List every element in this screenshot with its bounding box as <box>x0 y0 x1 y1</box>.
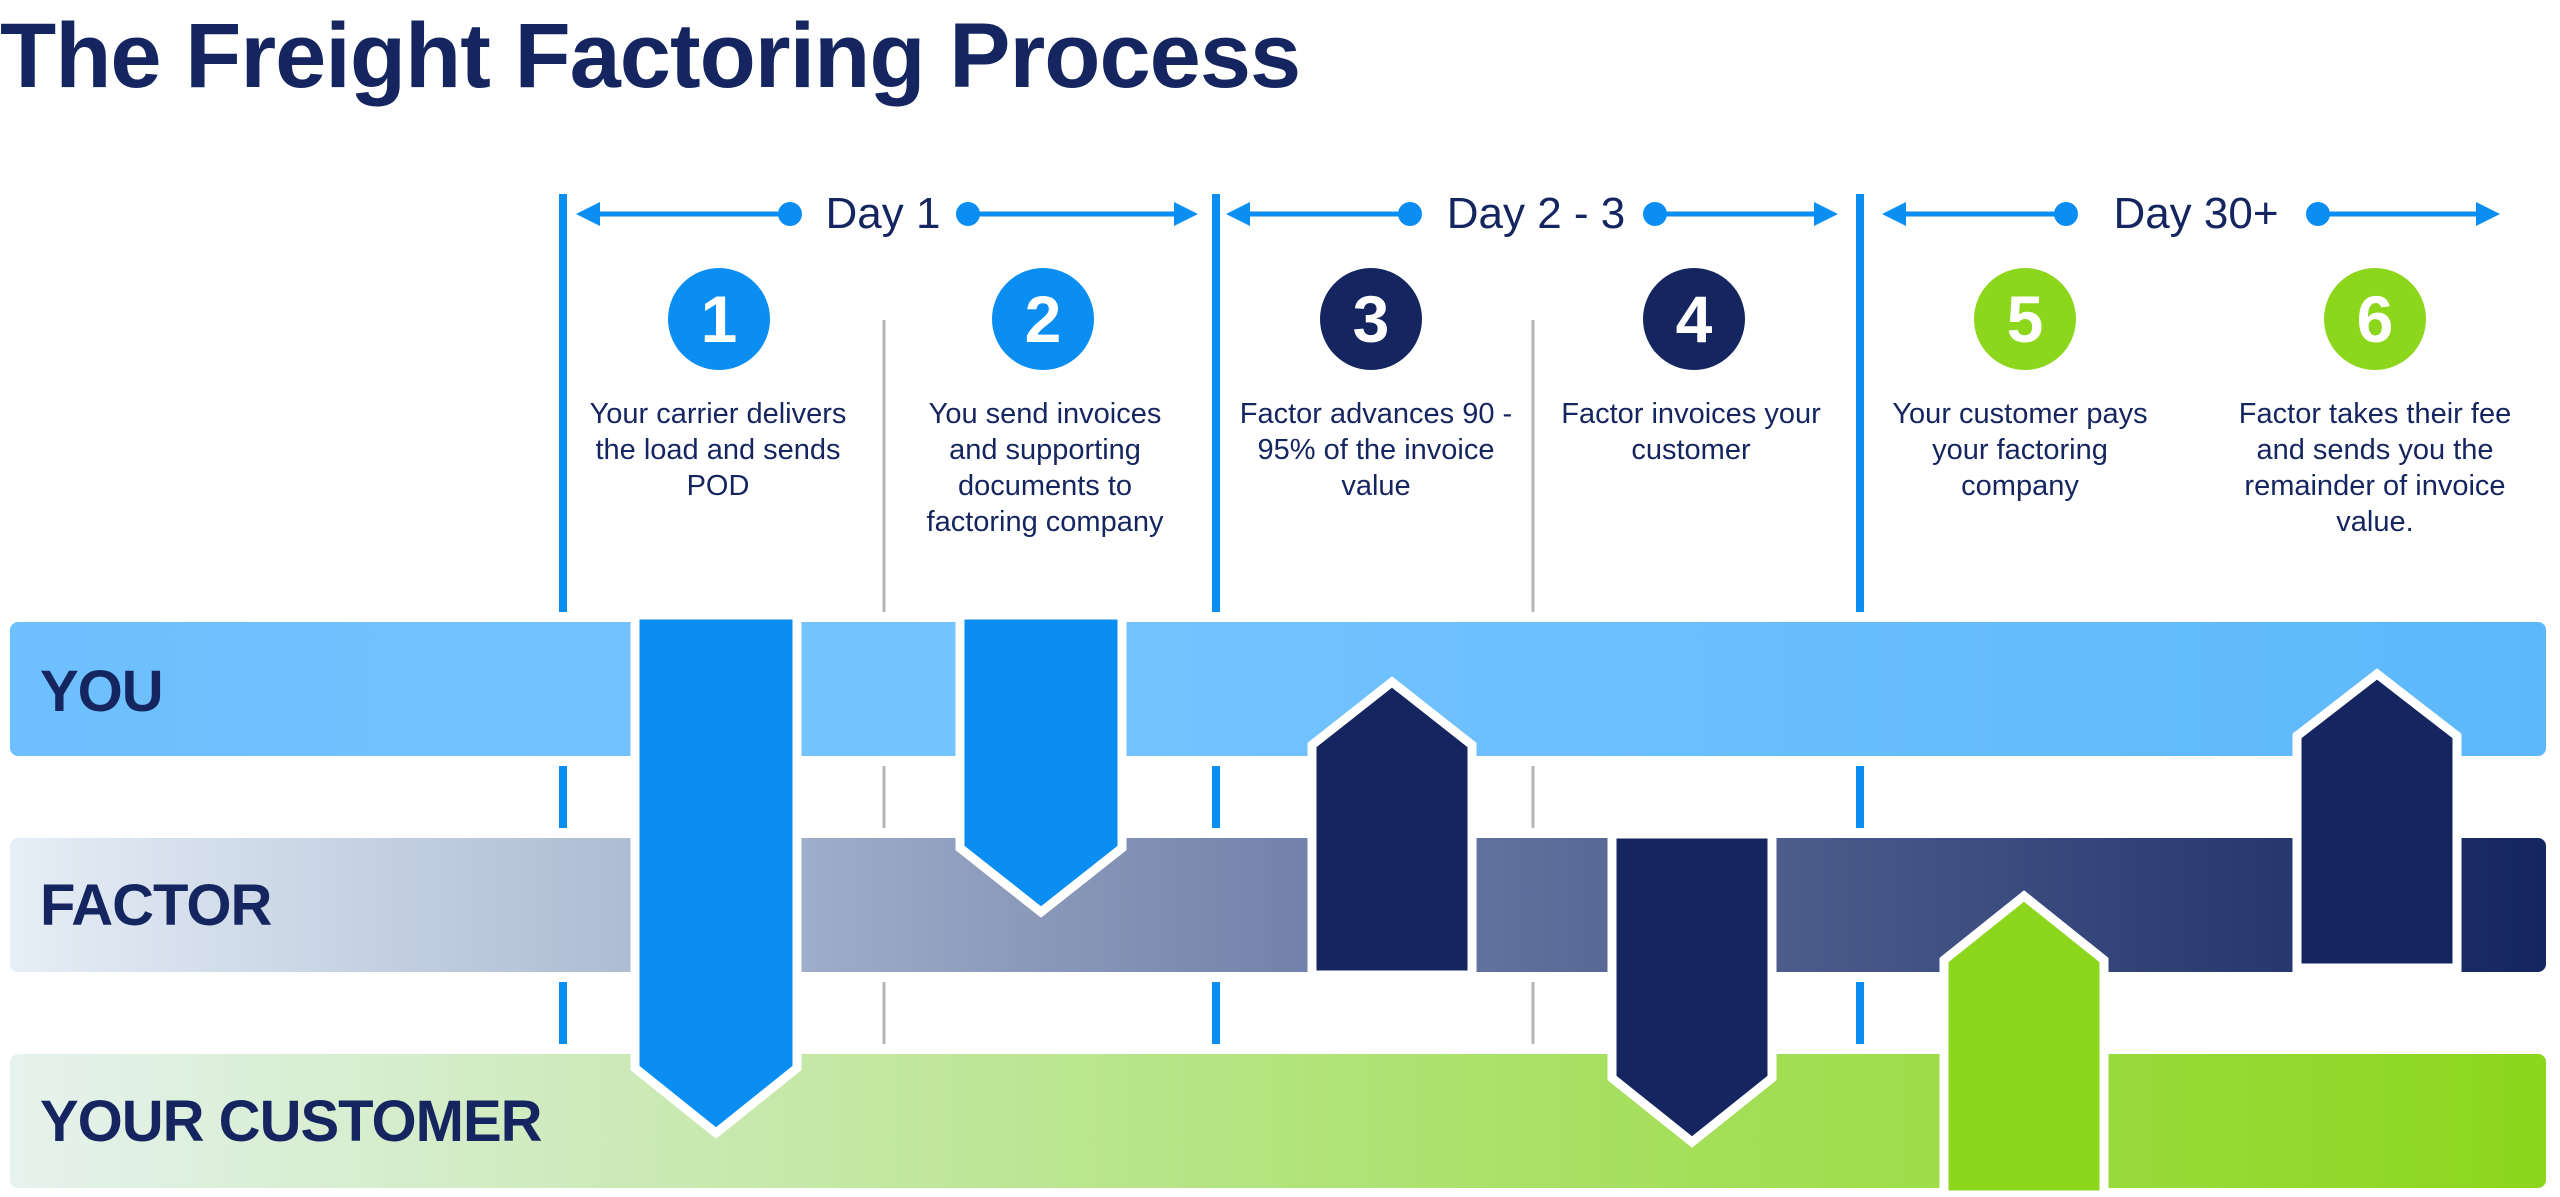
period-dividers <box>559 194 1864 1044</box>
flow-arrow-step-4 <box>1607 829 1777 1148</box>
step-badge-6: 6 <box>2324 268 2426 370</box>
lane-bar-your-customer <box>10 1054 2546 1188</box>
period-label-day-2-3: Day 2 - 3 <box>1432 182 1640 246</box>
step-description-4: Factor invoices your customer <box>1561 398 1821 466</box>
period-label-day-1: Day 1 <box>814 182 952 246</box>
step-description-3: Factor advances 90 - 95% of the invoice … <box>1239 398 1513 502</box>
step-badge-2: 2 <box>992 268 1094 370</box>
step-badge-3: 3 <box>1320 268 1422 370</box>
step-description-1: Your carrier delivers the load and sends… <box>589 398 847 502</box>
flow-arrow-step-3 <box>1307 676 1477 980</box>
step-badge-5: 5 <box>1974 268 2076 370</box>
lane-label-your-customer: YOUR CUSTOMER <box>40 1089 543 1154</box>
flow-arrow-step-1 <box>630 610 802 1139</box>
step-description-6: Factor takes their fee and sends you the… <box>2238 398 2512 538</box>
page-title: The Freight Factoring Process <box>0 5 1301 107</box>
step-description-2: You send invoices and supporting documen… <box>926 398 1164 538</box>
timeline-arrows <box>576 202 2500 226</box>
lane-label-factor: FACTOR <box>40 873 272 938</box>
step-description-5: Your customer pays your factoring compan… <box>1892 398 2148 502</box>
lane-bar-you <box>10 622 2546 756</box>
lane-label-you: YOU <box>40 659 164 724</box>
flow-arrow-step-2 <box>955 610 1127 918</box>
step-dividers <box>882 320 1535 1044</box>
flow-arrow-step-5 <box>1939 890 2109 1197</box>
step-badge-1: 1 <box>668 268 770 370</box>
flow-arrow-step-6 <box>2292 668 2462 973</box>
period-label-day-30: Day 30+ <box>2090 182 2302 246</box>
step-badge-4: 4 <box>1643 268 1745 370</box>
lane-bar-factor <box>10 838 2546 972</box>
